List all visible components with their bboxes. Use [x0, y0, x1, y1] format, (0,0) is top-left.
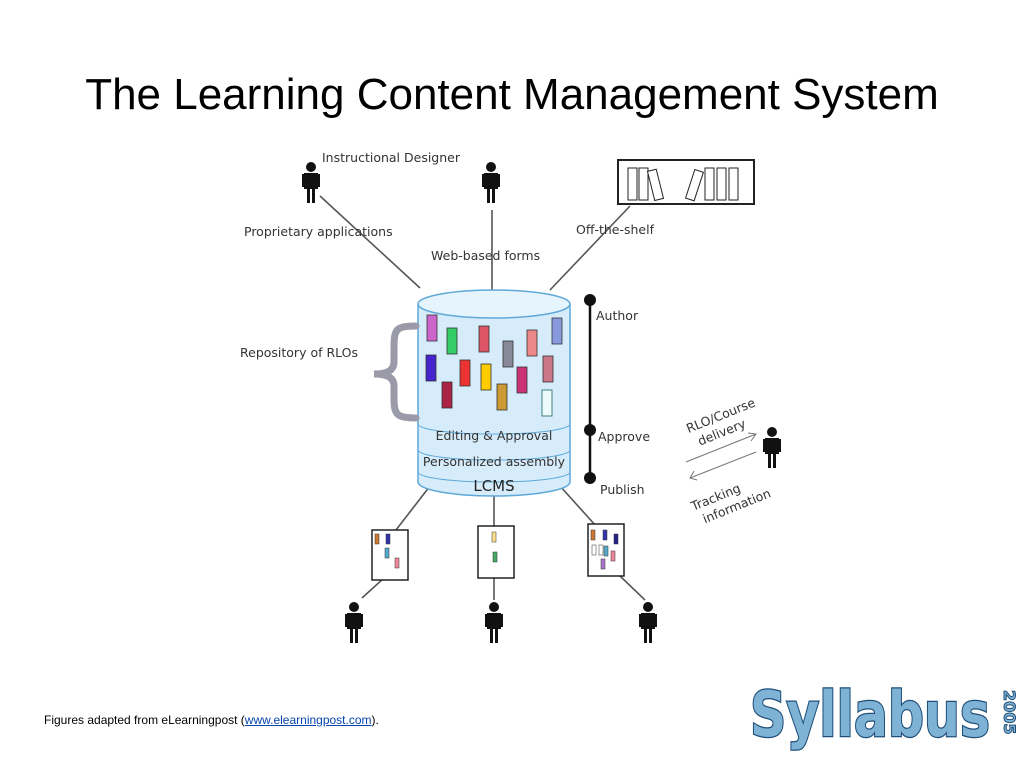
person-icon — [482, 162, 500, 203]
delivery-label: RLO/Course delivery — [684, 395, 757, 449]
logo-text: Syllabus — [750, 678, 990, 751]
line-person-left — [361, 577, 385, 599]
rlo-blocks — [425, 314, 563, 417]
delivery-arrows — [685, 432, 757, 481]
slide-title: The Learning Content Management System — [85, 70, 939, 119]
person-icon — [345, 602, 363, 643]
logo-year: 2005 — [1000, 690, 1019, 735]
person-icon — [763, 427, 781, 468]
tracking-label: Tracking information — [688, 480, 773, 526]
label-approve: Approve — [598, 429, 650, 444]
line-person-right — [619, 575, 646, 601]
label-lcms: LCMS — [473, 477, 514, 495]
label-author: Author — [596, 308, 639, 323]
label-editing-approval: Editing & Approval — [436, 428, 553, 443]
workflow-line — [584, 294, 596, 484]
connector-lines — [319, 195, 646, 601]
line-output-left — [395, 485, 431, 531]
person-icon — [302, 162, 320, 203]
output-box-middle — [477, 525, 515, 579]
output-box-left — [371, 529, 409, 581]
line-proprietary — [319, 195, 421, 289]
syllabus-logo: Syllabus 2005 — [749, 677, 1020, 753]
label-off-the-shelf: Off-the-shelf — [576, 222, 655, 237]
person-icon — [639, 602, 657, 643]
label-web-based-forms: Web-based forms — [431, 248, 540, 263]
repository-brace — [373, 322, 420, 422]
footer-link[interactable]: www.elearningpost.com — [244, 713, 372, 727]
label-publish: Publish — [600, 482, 645, 497]
label-personalized-assembly: Personalized assembly — [423, 454, 566, 469]
line-output-right — [559, 485, 597, 527]
bookshelf-icon — [617, 159, 755, 205]
label-instructional-designer: Instructional Designer — [322, 150, 461, 165]
person-icon — [485, 602, 503, 643]
footer-prefix: Figures adapted from eLearningpost ( — [44, 713, 245, 727]
label-repository: Repository of RLOs — [240, 345, 358, 360]
line-off-the-shelf — [549, 205, 631, 291]
label-proprietary-applications: Proprietary applications — [244, 224, 393, 239]
footer-suffix: ). — [371, 713, 379, 727]
output-box-right — [587, 523, 625, 577]
footer-credit: Figures adapted from eLearningpost (www.… — [44, 713, 379, 727]
